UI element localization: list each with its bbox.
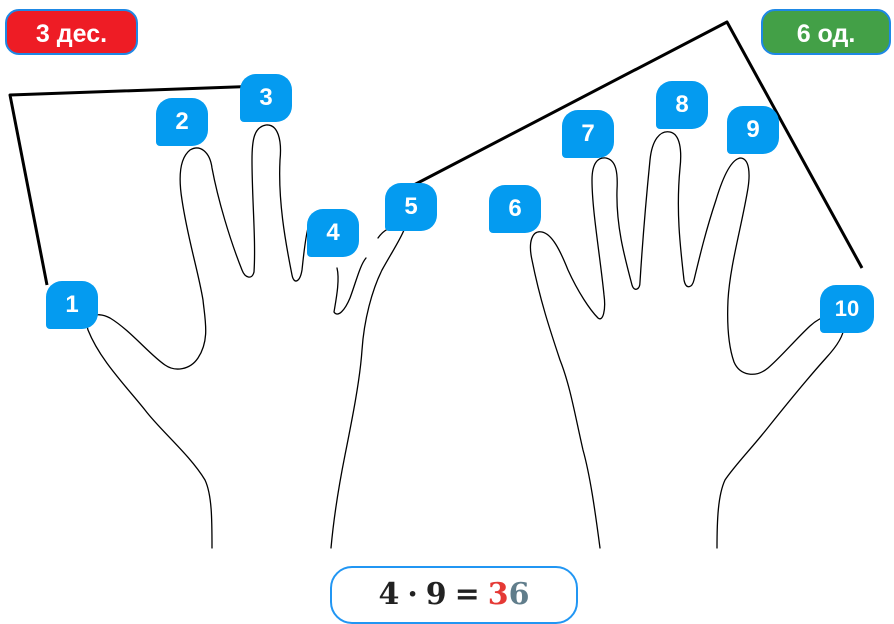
equation-result-units: 6 bbox=[509, 568, 530, 622]
finger-badge-5: 5 bbox=[385, 183, 437, 231]
finger-badge-9: 9 bbox=[727, 106, 779, 154]
equation-operator: · bbox=[407, 568, 417, 622]
tens-label: 3 дес. bbox=[5, 9, 138, 55]
finger-badge-8: 8 bbox=[656, 81, 708, 129]
finger-badge-6: 6 bbox=[489, 185, 541, 233]
finger-badge-3: 3 bbox=[240, 74, 292, 122]
equation-factor-b: 9 bbox=[426, 568, 447, 622]
finger-badge-2: 2 bbox=[156, 98, 208, 146]
finger-badge-1: 1 bbox=[46, 281, 98, 329]
finger-badge-10: 10 bbox=[820, 285, 874, 333]
equation-factor-a: 4 bbox=[378, 568, 399, 622]
finger-badge-7: 7 bbox=[562, 110, 614, 158]
equation-equals: = bbox=[455, 568, 480, 622]
finger-badge-4: 4 bbox=[307, 209, 359, 257]
units-label: 6 од. bbox=[761, 9, 891, 55]
equation-result-tens: 3 bbox=[488, 568, 509, 622]
equation-box: 4·9=36 bbox=[330, 566, 578, 624]
